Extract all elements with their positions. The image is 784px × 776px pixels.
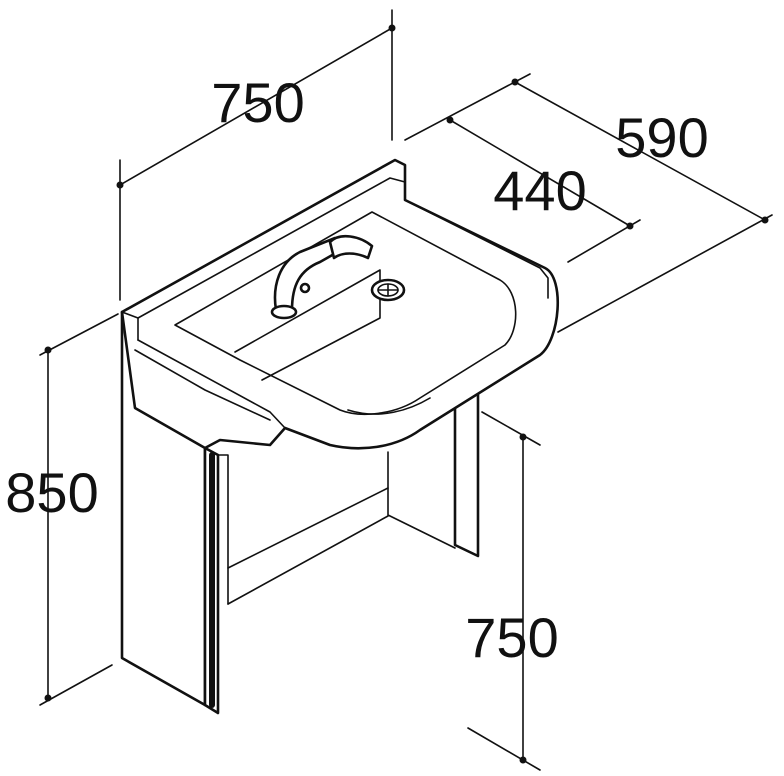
- dimension-height-total: 850: [5, 313, 119, 706]
- faucet-icon: [270, 234, 374, 320]
- dimension-depth-bowl: 440: [446, 116, 641, 263]
- dimension-label-depth-bowl: 440: [493, 159, 586, 222]
- backsplash: [121, 177, 406, 319]
- dimension-label-depth-total: 590: [615, 106, 708, 169]
- countertop: [120, 158, 560, 450]
- back-panel-top: [227, 487, 389, 569]
- dimension-knee-height: 750: [465, 411, 559, 771]
- right-leg-panel: [453, 388, 480, 558]
- dimension-label-width-top: 750: [211, 71, 304, 134]
- bowl-outline: [174, 211, 517, 415]
- bowl-floor-curve: [347, 397, 431, 415]
- front-rim-lower: [134, 349, 271, 421]
- knee-frame-line: [217, 454, 229, 605]
- dimension-depth-total: 590: [404, 73, 773, 333]
- vanity-unit: [120, 158, 560, 715]
- back-panel: [387, 451, 456, 549]
- dimension-width-top: 750: [116, 9, 396, 301]
- back-panel-bottom: [227, 515, 389, 605]
- front-rim: [137, 339, 286, 429]
- dimension-label-height-total: 850: [5, 461, 98, 524]
- drain-icon: [370, 278, 406, 302]
- dimension-label-knee-height: 750: [465, 606, 558, 669]
- side-lip: [404, 199, 549, 299]
